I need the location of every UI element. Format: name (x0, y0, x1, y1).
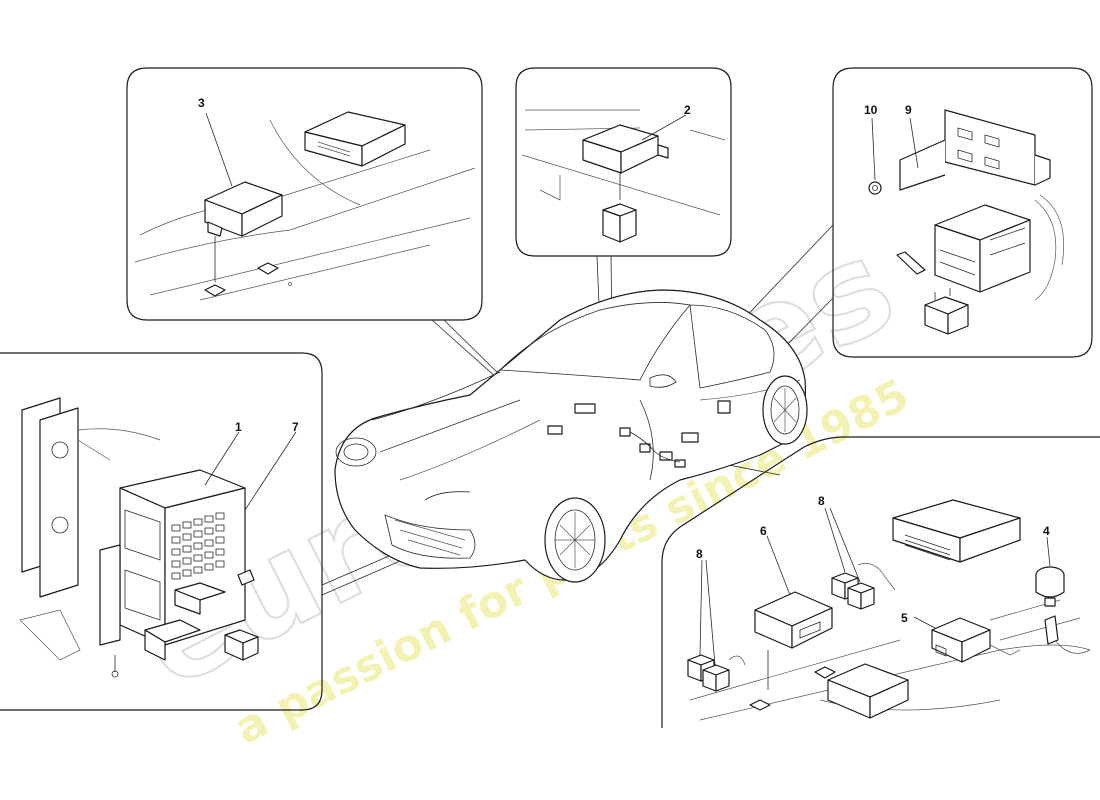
part-label-5: 5 (901, 611, 908, 625)
part-label-2: 2 (684, 103, 691, 117)
callout-panels (0, 67, 1100, 728)
part-label-1: 1 (235, 420, 242, 434)
car-illustration (334, 289, 808, 583)
part-label-10: 10 (864, 103, 878, 117)
part-label-3: 3 (198, 96, 205, 110)
panel-bottom-right-contents: 4 5 6 8 8 (687, 494, 1091, 721)
part-label-8-left: 8 (696, 547, 703, 561)
part-label-9: 9 (905, 103, 912, 117)
panel-top-left-contents: 3 (134, 96, 476, 301)
panel-top-left (126, 67, 483, 321)
panel-left-contents: 1 7 (19, 397, 299, 678)
panel-top-center (515, 67, 732, 257)
part-label-7: 7 (292, 420, 299, 434)
panel-left (0, 352, 323, 711)
part-label-4: 4 (1043, 524, 1050, 538)
panel-top-center-contents: 2 (521, 103, 726, 243)
panel-top-right-contents: 10 9 (864, 103, 1065, 335)
panel-bottom-right (661, 436, 1100, 728)
part-label-8-right: 8 (818, 494, 825, 508)
part-label-6: 6 (760, 524, 767, 538)
panel-top-right (832, 67, 1093, 358)
